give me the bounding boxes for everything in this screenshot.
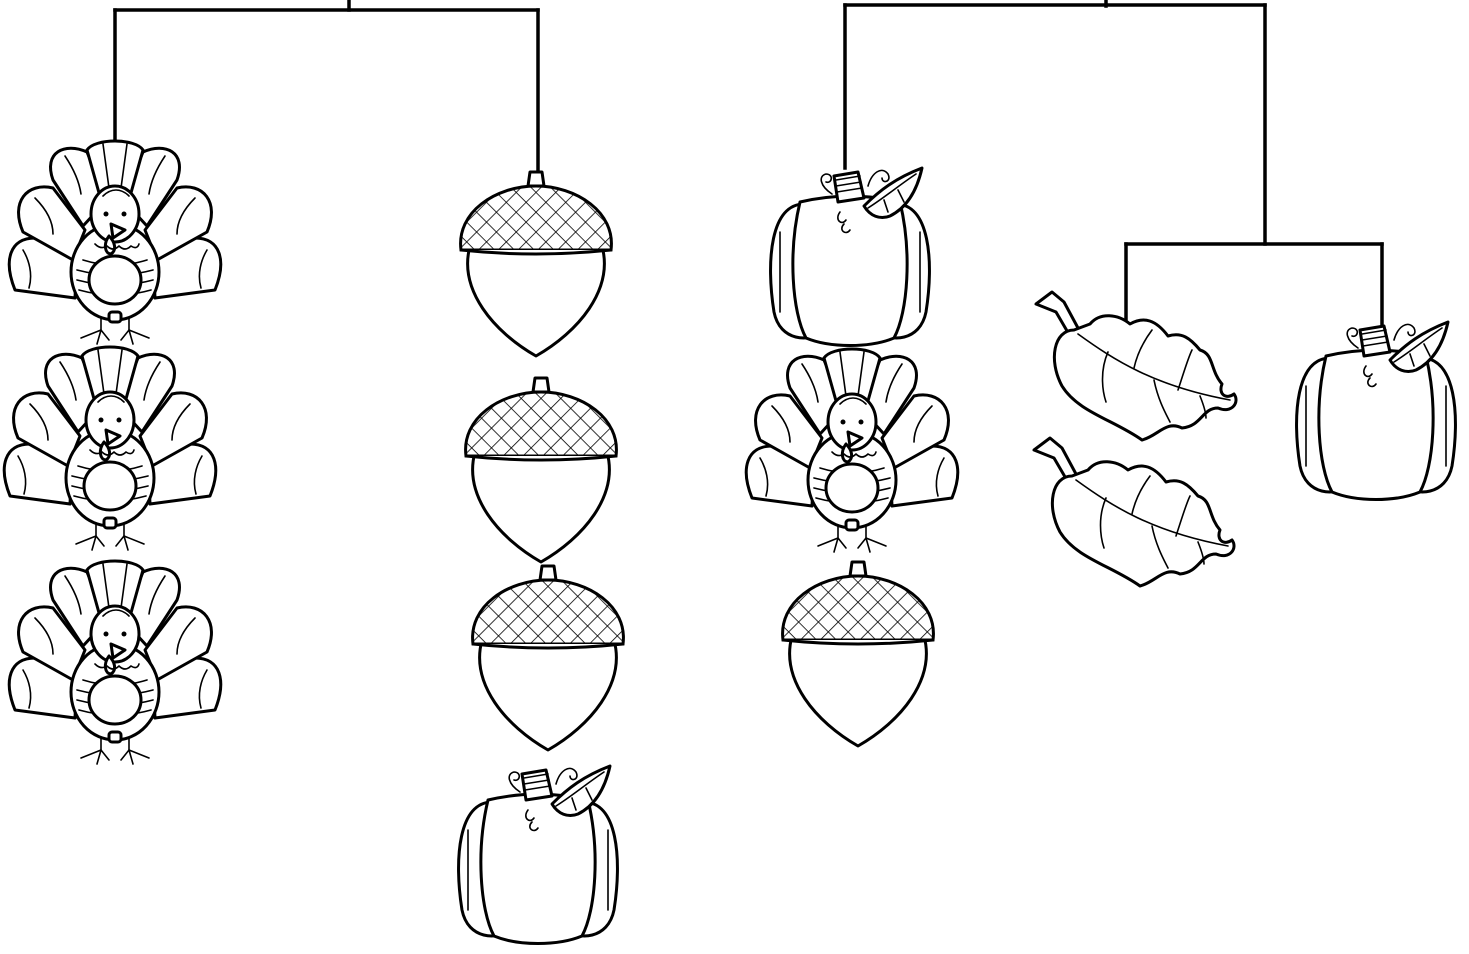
turkey-icon bbox=[4, 347, 215, 550]
leaf-icon bbox=[1034, 438, 1234, 586]
leaf-icon bbox=[1036, 292, 1236, 440]
sub-mobile bbox=[1034, 244, 1455, 586]
pumpkin-icon bbox=[459, 766, 618, 944]
pumpkin-icon bbox=[1297, 322, 1456, 500]
pumpkin-icon bbox=[771, 168, 930, 346]
turkey-icon bbox=[9, 561, 220, 764]
acorn-icon bbox=[461, 172, 612, 356]
turkey-icon bbox=[9, 141, 220, 344]
acorn-icon bbox=[466, 378, 617, 562]
acorn-icon bbox=[473, 566, 624, 750]
turkey-icon bbox=[746, 349, 957, 552]
left-mobile bbox=[4, 0, 623, 944]
acorn-icon bbox=[783, 562, 934, 746]
right-mobile bbox=[746, 0, 1455, 746]
